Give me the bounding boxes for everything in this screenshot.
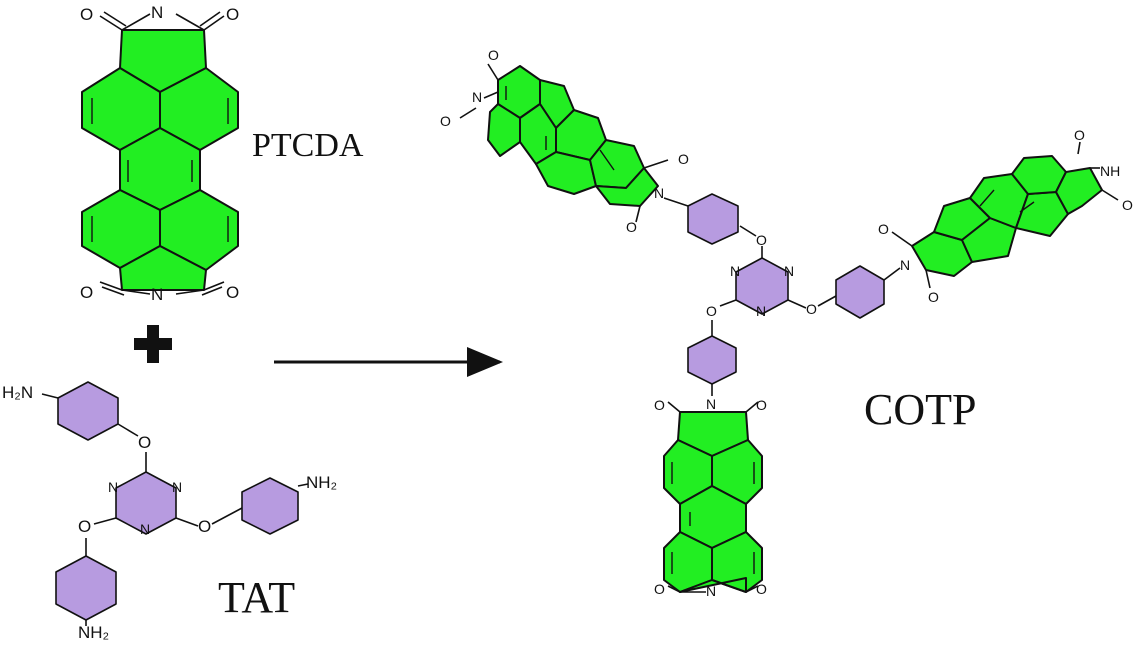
tat-phenyl-top: [57, 381, 119, 441]
tat-triazine-n1: N: [108, 479, 118, 495]
cotp-triazine-n3: N: [756, 303, 766, 319]
cotp-triazine-n1: N: [730, 263, 740, 279]
cotp-o-arm1-a: O: [488, 47, 499, 63]
tat-o-right: O: [198, 517, 211, 536]
cotp-n-lower: N: [706, 396, 716, 412]
cotp-phenyl-lower: [687, 335, 737, 385]
cotp-n-arm1-end: N: [472, 89, 482, 105]
ptcda-n-top: N: [151, 3, 163, 22]
tat-molecule: H₂N O N N N O NH₂ O NH₂: [2, 381, 337, 642]
cotp-n-arm3-end: N: [706, 583, 716, 599]
tat-o-left: O: [78, 517, 91, 536]
tat-nh2-right: NH₂: [306, 473, 337, 492]
tat-label: TAT: [218, 573, 295, 622]
tat-triazine-n2: N: [172, 479, 182, 495]
cotp-o-arm1-d: O: [626, 219, 637, 235]
cotp-o-arm2-b: O: [928, 289, 939, 305]
ptcda-o-top-left: O: [80, 5, 93, 24]
tat-o-top: O: [138, 433, 151, 452]
cotp-label: COTP: [864, 385, 976, 434]
cotp-o-arm3-b: O: [756, 397, 767, 413]
cotp-o-arm2-a: O: [878, 221, 889, 237]
cotp-o-arm2-d: O: [1122, 197, 1133, 213]
cotp-phenyl-right: [835, 265, 885, 319]
cotp-perylene-arm-lower: [663, 411, 763, 593]
cotp-o-upper: O: [756, 232, 767, 248]
tat-phenyl-bottom: [55, 555, 117, 621]
ptcda-o-top-right: O: [226, 5, 239, 24]
cotp-n-upper: N: [654, 185, 664, 201]
cotp-molecule: N N N O N O N O O O: [440, 47, 1133, 599]
ptcda-n-bottom: N: [151, 285, 163, 304]
cotp-o-arm1-c: O: [678, 151, 689, 167]
cotp-nh-arm2-end: NH: [1100, 163, 1120, 179]
cotp-triazine-n2: N: [784, 263, 794, 279]
cotp-o-arm3-a: O: [654, 397, 665, 413]
ptcda-o-bottom-left: O: [80, 283, 93, 302]
cotp-o-arm2-c: O: [1074, 127, 1085, 143]
cotp-o-lower: O: [706, 303, 717, 319]
cotp-triazine-ring: [735, 257, 789, 315]
cotp-perylene-arm-upper: [487, 65, 659, 207]
tat-h2n-top: H₂N: [2, 383, 33, 402]
ptcda-label: PTCDA: [252, 127, 364, 164]
cotp-o-arm3-c: O: [654, 581, 665, 597]
plus-sign: [134, 325, 172, 363]
cotp-perylene-arm-right: [911, 155, 1103, 277]
ptcda-perylene-core: [81, 29, 239, 291]
cotp-o-arm1-b: O: [440, 113, 451, 129]
ptcda-molecule: O N O O N O: [80, 3, 239, 304]
tat-triazine-ring: [115, 471, 177, 535]
cotp-phenyl-upper: [687, 193, 739, 245]
cotp-n-right: N: [900, 257, 910, 273]
tat-triazine-n3: N: [140, 521, 150, 537]
tat-phenyl-right: [241, 477, 299, 535]
ptcda-o-bottom-right: O: [226, 283, 239, 302]
tat-nh2-bottom: NH₂: [78, 623, 109, 642]
cotp-o-right: O: [806, 301, 817, 317]
cotp-o-arm3-d: O: [756, 581, 767, 597]
